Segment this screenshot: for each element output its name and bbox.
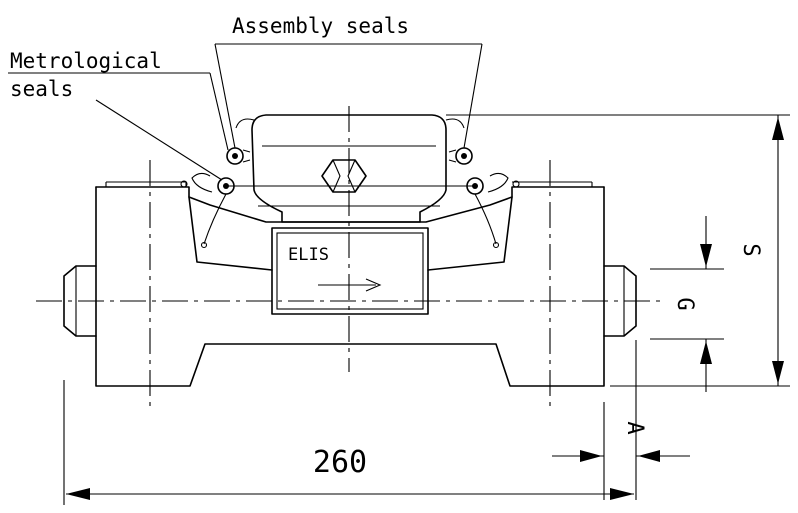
seals-label: seals xyxy=(10,77,73,101)
dimension-length-label: 260 xyxy=(313,445,367,480)
dimension-g: G xyxy=(650,216,724,392)
metrological-label: Metrological xyxy=(10,49,162,73)
center-lines xyxy=(36,106,660,410)
leader-metrological xyxy=(8,72,229,181)
meter-body xyxy=(95,180,605,387)
threaded-connector-left xyxy=(63,265,97,337)
hex-nut xyxy=(321,159,367,193)
dimension-length: 260 xyxy=(63,380,634,505)
assembly-seals-label: Assembly seals xyxy=(232,14,409,38)
register-housing xyxy=(235,114,465,223)
seal-assembly-left xyxy=(226,147,244,165)
seal-assembly-right xyxy=(455,147,473,165)
display-window: ELIS xyxy=(271,227,429,315)
dimension-a: A xyxy=(552,340,690,500)
dimension-s: S xyxy=(446,114,790,387)
dimension-a-label: A xyxy=(622,421,647,434)
dimension-g-label: G xyxy=(672,297,697,310)
leader-assembly xyxy=(214,43,483,149)
dimension-s-label: S xyxy=(738,243,763,256)
brand-label: ELIS xyxy=(288,245,329,265)
